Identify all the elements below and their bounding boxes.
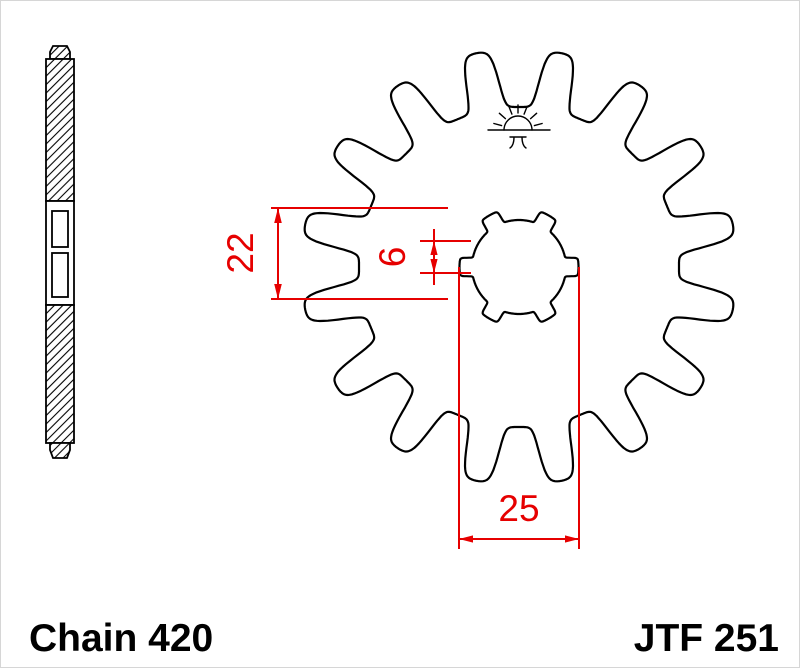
part-number-label: JTF 251 bbox=[634, 617, 779, 660]
logo-mark bbox=[509, 136, 527, 149]
dim22-value: 22 bbox=[220, 232, 261, 273]
side-view-bore-upper bbox=[51, 210, 69, 248]
dim25-value: 25 bbox=[498, 488, 539, 529]
dim6-value: 6 bbox=[372, 247, 413, 268]
dimension-22: 22 bbox=[220, 207, 448, 300]
dim6-extension-lines bbox=[420, 240, 471, 274]
sun-rays-icon bbox=[493, 104, 543, 127]
dim6-arrow-down bbox=[430, 259, 438, 273]
dim25-extension-lines bbox=[458, 267, 580, 549]
dim22-arrow-up bbox=[274, 208, 282, 223]
chain-type-label: Chain 420 bbox=[29, 617, 213, 660]
manufacturer-logo bbox=[487, 104, 551, 149]
side-view-top-cap bbox=[49, 45, 71, 60]
side-view-bore-lower bbox=[51, 252, 69, 298]
side-view-lower-shaft bbox=[45, 304, 75, 444]
dimension-25: 25 bbox=[458, 267, 580, 549]
side-view-upper-shaft bbox=[45, 58, 75, 202]
dimension-6: 6 bbox=[372, 229, 471, 285]
sprocket-front-view bbox=[303, 51, 735, 483]
dim25-arrow-left bbox=[459, 535, 473, 543]
dim22-arrow-down bbox=[274, 284, 282, 299]
side-view bbox=[45, 45, 75, 459]
dim25-arrow-right bbox=[565, 535, 579, 543]
dim22-extension-lines bbox=[271, 207, 448, 300]
side-view-bottom-cap bbox=[49, 442, 71, 459]
dim6-arrow-up bbox=[430, 241, 438, 255]
sun-semicircle-icon bbox=[503, 115, 533, 131]
